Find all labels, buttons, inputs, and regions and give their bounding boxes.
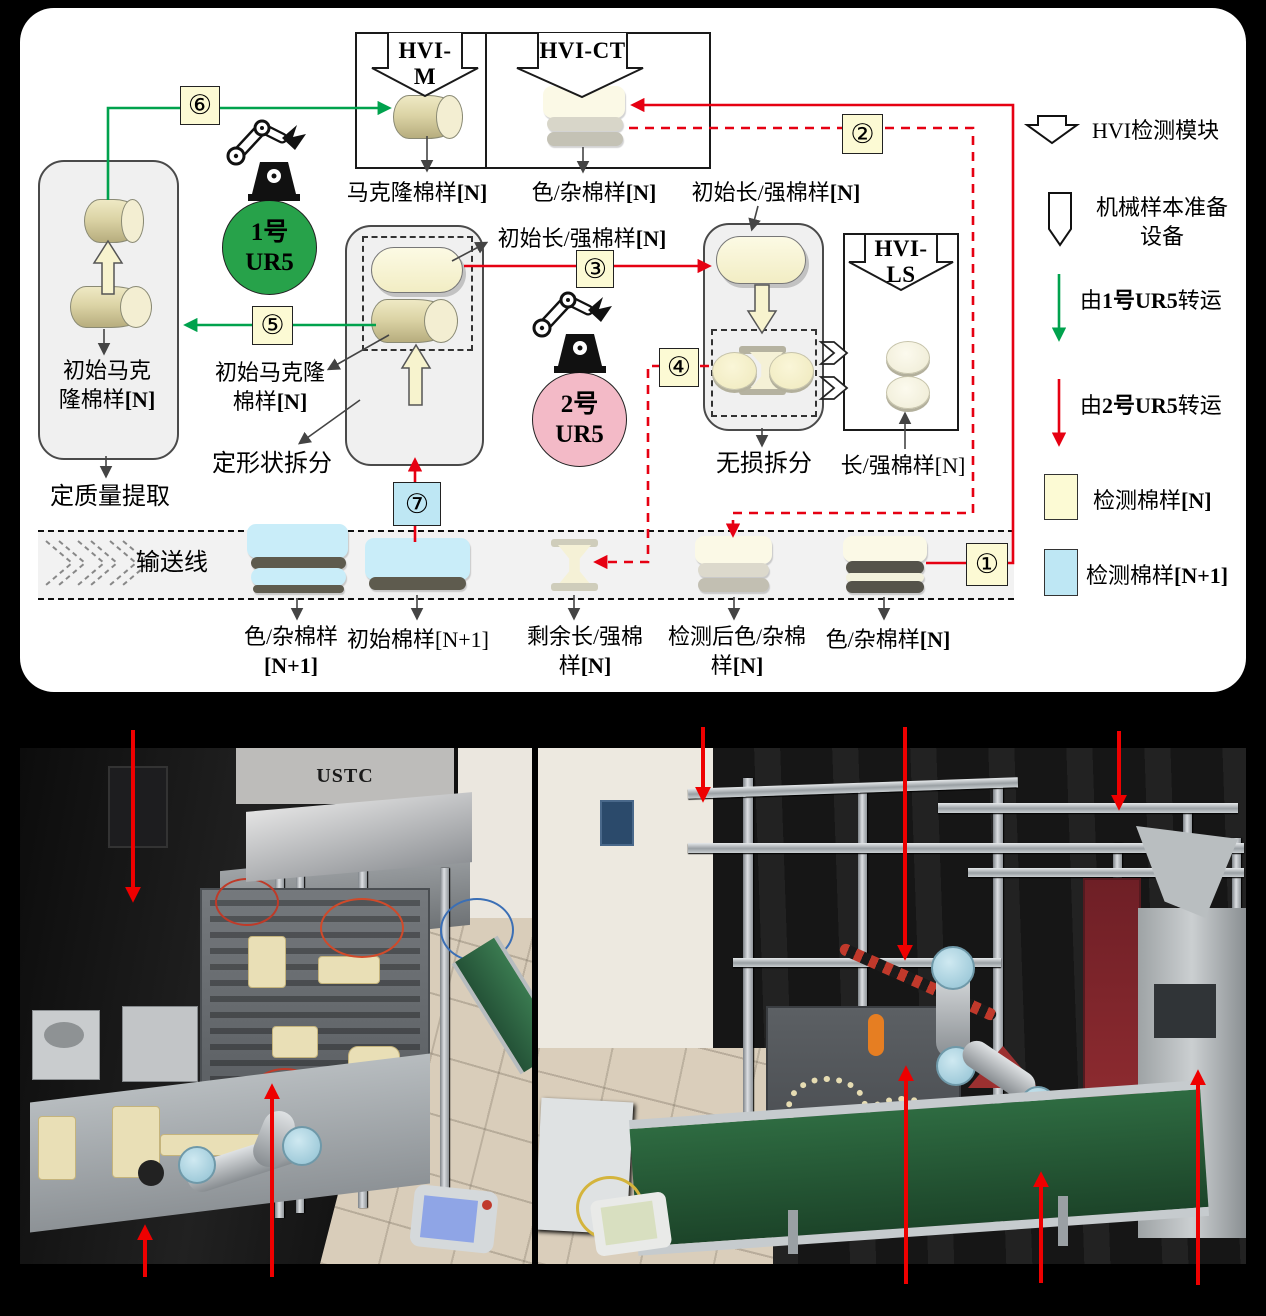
robot2-circle: 2号 UR5	[532, 372, 627, 467]
down-arrow-right-module	[746, 284, 778, 335]
conveyor-chevrons	[45, 540, 151, 586]
gantry-column-2	[858, 783, 867, 1053]
ur5-joint-1	[178, 1146, 216, 1184]
item1-blue-slab-a	[247, 524, 348, 558]
legend-yellow-swatch	[1044, 474, 1078, 520]
gantry-beam-4	[968, 868, 1244, 877]
ct-slab-3	[547, 132, 623, 146]
up-arrow-center-module	[400, 343, 432, 406]
item4-cream-slab	[695, 536, 772, 564]
cotton-cylinder-small	[84, 199, 144, 243]
robot1-label-line1: 1号	[250, 218, 289, 246]
rail-knob	[138, 1160, 164, 1186]
robot1-circle: 1号 UR5	[222, 200, 317, 295]
arrow-cyl-to-sidelabel	[326, 334, 390, 371]
bone-bottom-bar	[739, 387, 786, 395]
gantry-beam-2	[688, 843, 1244, 853]
photo-right	[538, 748, 1246, 1264]
up-arrow-left-module	[92, 239, 124, 295]
arrow-shape-caption	[297, 399, 361, 445]
conveyor-leg-1	[788, 1210, 798, 1254]
bone-top-bar	[739, 346, 786, 354]
red-tower	[1083, 878, 1141, 1108]
macron-cylinder	[393, 95, 463, 139]
hvi-ls-banner-icon	[848, 235, 954, 292]
robot2-label-line1: 2号	[560, 390, 599, 418]
item3-top-bar	[551, 539, 598, 547]
cotton-capsule-right	[716, 236, 806, 284]
item4-gray-slab-a	[698, 563, 769, 577]
cotton-capsule-center	[371, 247, 463, 293]
printed-part-3	[272, 1026, 318, 1058]
item1-dark-band-a	[251, 557, 346, 569]
chevron-icon-2	[818, 376, 849, 400]
legend-hvi-arrow-icon	[1023, 115, 1081, 145]
chevron-icon-1	[818, 341, 849, 365]
orange-part	[868, 1014, 884, 1056]
photo-left: USTC	[20, 748, 532, 1264]
item1-dark-band-b	[253, 585, 344, 593]
robot2-label-line2: UR5	[555, 420, 604, 448]
arrow-initls-to-capsule	[748, 205, 761, 232]
frame-column-4	[440, 868, 449, 1198]
legend-prep-arrow-icon	[1048, 192, 1072, 247]
wall-display	[600, 800, 634, 846]
annotation-arrows	[97, 136, 912, 621]
ustc-sign: USTC	[236, 748, 454, 804]
flow-lines-overlay	[45, 33, 1081, 621]
ct-slab-2	[547, 117, 623, 131]
ustc-sign-text: USTC	[316, 764, 374, 787]
ur5-shoulder-cap	[931, 946, 975, 990]
item1-blue-slab-b	[251, 568, 346, 586]
conveyor-leg-2	[1058, 1196, 1068, 1246]
red-cable-2	[320, 898, 404, 958]
cotton-pad-right	[769, 352, 814, 390]
hvi-banner-arrows	[371, 33, 954, 292]
gantry-column-3	[993, 783, 1003, 1223]
scale-box-2	[122, 1006, 198, 1082]
cotton-cylinder-center	[371, 299, 458, 343]
item2-dark-base	[369, 577, 466, 590]
item4-gray-slab-b	[698, 578, 769, 592]
scale-platter	[44, 1022, 84, 1048]
prep-device-arrows	[92, 239, 778, 406]
item3-bottom-bar	[551, 583, 598, 591]
legend-blue-swatch	[1044, 549, 1078, 596]
legend-icons	[1023, 115, 1081, 447]
robot1-label-line2: UR5	[245, 248, 294, 276]
monitor	[108, 766, 168, 848]
item2-blue-slab	[365, 538, 470, 580]
stainless-opening	[1154, 984, 1216, 1038]
pendant-stop-button	[482, 1200, 492, 1210]
ls-sample-disk-2	[886, 376, 930, 409]
gantry-column-1	[743, 778, 753, 1228]
hvi-ct-banner-icon	[516, 33, 644, 99]
route-6	[106, 100, 392, 200]
cotton-pad-left	[712, 352, 757, 390]
item5-dark-band-a	[846, 561, 924, 574]
gantry-beam-3	[938, 803, 1238, 813]
transfer-chevrons	[818, 341, 849, 400]
hvi-m-banner-icon	[371, 33, 479, 98]
ur5-joint-2	[282, 1126, 322, 1166]
item5-dark-band-b	[846, 581, 924, 593]
item5-cream-slab-b	[846, 573, 924, 582]
ls-sample-disk-1	[886, 341, 930, 374]
item5-cream-slab-a	[843, 536, 927, 562]
arrow-capsule-to-label	[451, 241, 489, 262]
printed-part-1	[248, 936, 286, 988]
rail-fixture-1	[38, 1116, 76, 1180]
